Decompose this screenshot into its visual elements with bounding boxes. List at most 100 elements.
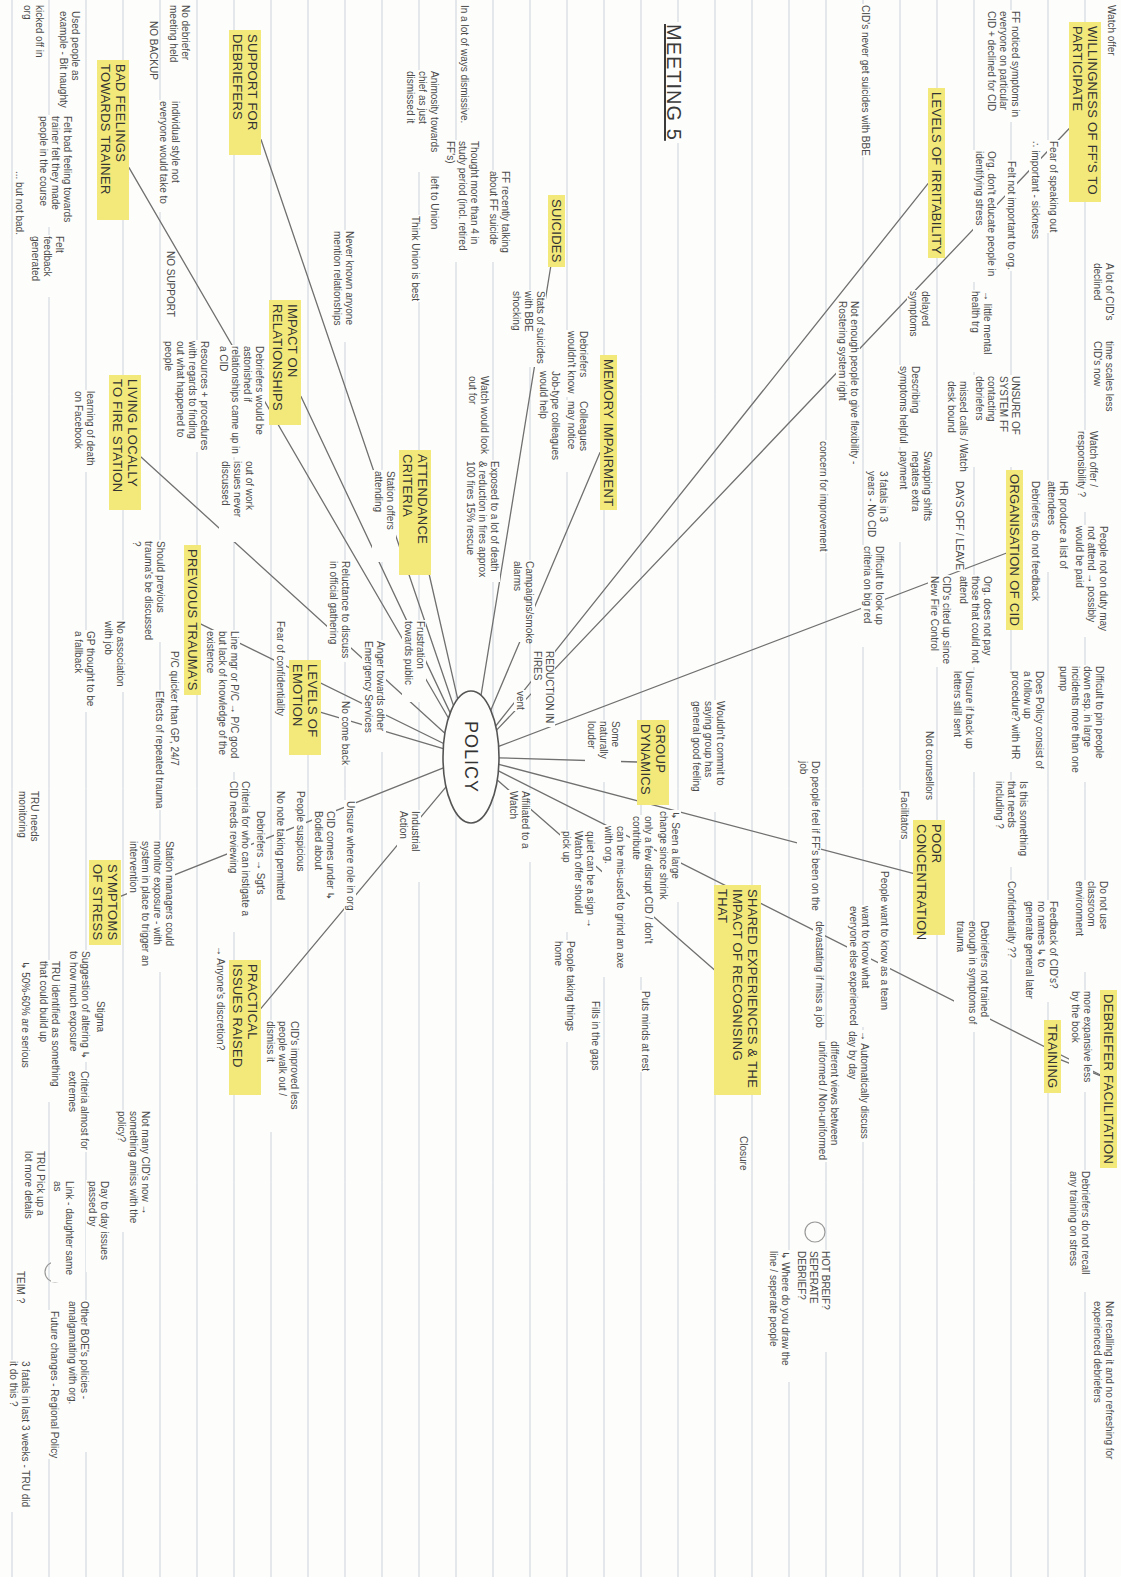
note-text: No note taking permitted (274, 790, 286, 901)
note-text: more expansive less by the book (1069, 990, 1093, 1092)
note-text: Reluctance to discuss in official gather… (327, 560, 351, 662)
note-text: Not recalling it and no refreshing for e… (1091, 1300, 1115, 1472)
note-text: devastating if miss a job (813, 920, 825, 1029)
note-text: Industrial Action (397, 810, 421, 882)
note-text: Org. don't educate people in identifying… (973, 150, 997, 282)
topic-heading: LEVELS OF EMOTION (290, 664, 320, 751)
note-text: Fear of speaking out (1047, 140, 1059, 233)
note-text: Does Policy consist of a follow up proce… (1009, 670, 1045, 772)
note-text: ... but not bad. (13, 170, 25, 236)
note-text: Some naturally louder (585, 720, 621, 782)
topic-highlight: SUPPORT FOR DEBRIEFERS (229, 30, 261, 155)
note-text: Felt bad feeling towards trainer felt th… (37, 115, 73, 227)
note-text: CID's never get suicides with BBE (859, 4, 871, 157)
topic-highlight: PRACTICAL ISSUES RAISED (229, 960, 261, 1095)
topic-highlight: BAD FEELINGS TOWARDS TRAINER (97, 60, 129, 220)
note-text: want to know what everyone else experien… (847, 905, 871, 1027)
note-text: Other BOE's policies - amalgamating with… (66, 1300, 90, 1452)
note-text: Describing symptoms helpful (897, 365, 921, 447)
note-text: Debriefers would be astonished if relati… (217, 345, 265, 457)
note-text: Frustration towards public (402, 620, 426, 702)
note-text: Unsure where role in org (344, 800, 356, 912)
note-text: Debriefers not trained enough in symptom… (954, 920, 990, 1032)
page-title: MEETING 5 (662, 22, 686, 143)
note-text: Do people feel if FF's been on the job (797, 760, 821, 912)
note-text: Stats of suicides with BBE shocking (510, 290, 546, 367)
note-text: Feedback of CID's? no names ↳ to generat… (1023, 900, 1059, 1002)
topic-highlight: LIVING LOCALLY TO FIRE STATION (109, 375, 141, 510)
topic-heading: ATTENDANCE CRITERIA (400, 454, 430, 571)
topic-highlight: GROUP DYNAMICS (637, 720, 669, 805)
note-text: Line mgr or P/C → P/C good but lack of k… (204, 630, 240, 772)
topic-heading: DEBRIEFER FACILITATION (1101, 994, 1116, 1164)
note-text: Criteria almost for extremes (66, 1070, 90, 1152)
note-text: missed calls / Watch desk bound (945, 380, 969, 477)
note-text: left to Union (428, 175, 440, 230)
note-text: Watch offer / responsibility ? (1075, 430, 1099, 512)
note-text: Watch offer (1105, 4, 1117, 57)
note-text: FF noticed symptoms in everyone on parti… (985, 10, 1021, 122)
central-oval: POLICY (441, 689, 501, 825)
note-text: No come back (339, 700, 351, 766)
note-text: Fills in the gaps (589, 1000, 601, 1071)
note-text: Used people as example - Bit naughty (57, 10, 81, 112)
note-text: ↳ Where do you draw the line / seperate … (767, 1250, 791, 1382)
note-text: → Automatically discuss day by day (846, 1030, 870, 1142)
note-text: ↳ Seen a large change since shrink (657, 810, 681, 902)
topic-highlight: PREVIOUS TRAUMA'S (184, 545, 201, 695)
topic-heading: TRAINING (1045, 1024, 1060, 1089)
topic-heading: GROUP DYNAMICS (638, 724, 668, 801)
note-text: Thought more than 4 in study period (inc… (444, 140, 480, 262)
note-text: TRU needs monitoring (16, 790, 40, 862)
note-text: out of work issues never discussed (219, 460, 255, 542)
note-text: individual style not everyone would take… (157, 100, 181, 212)
topic-heading: POOR CONCENTRATION (914, 824, 944, 931)
branch-line (496, 184, 928, 726)
note-text: Anger towards other Emergency Services (362, 640, 386, 752)
note-text: CID's improved less people walk out / di… (264, 1020, 300, 1132)
branch-line (261, 140, 453, 706)
note-text: HR produce a list of attendees (1045, 480, 1069, 572)
topic-highlight: DEBRIEFER FACILITATION (1100, 990, 1117, 1168)
note-text: Resources + procedures with regards to f… (162, 340, 210, 452)
branch-line (497, 129, 1069, 730)
note-text: Not many CID's now → something amiss wit… (115, 1110, 151, 1232)
note-text: learning of death on Facebook (72, 390, 96, 472)
note-text: Difficult to look up criteria on big red (861, 545, 885, 647)
note-text: No association with job (102, 620, 126, 692)
note-text: FF recently talking about FF suicide (487, 170, 511, 262)
note-text: Swapping shifts negates extra payment (897, 450, 933, 542)
note-text: People not on duty may not attend → poss… (1073, 525, 1109, 637)
note-text: Puts minds at rest (639, 990, 651, 1072)
note-text: Suggestion of altering ↳ to how much exp… (67, 950, 91, 1062)
topic-heading: LEVELS OF IRRITABILITY (929, 92, 944, 254)
note-text: Stigma (94, 1000, 106, 1033)
central-topic: POLICY (461, 721, 481, 793)
note-text: Day to day issues passed by (86, 1180, 110, 1272)
note-text: Debriefers do not recall any training on… (1067, 1170, 1091, 1292)
note-text: different views between uniformed / Non-… (816, 1040, 840, 1162)
note-text: TEIM ? (14, 1270, 26, 1304)
branch-line (499, 553, 1006, 746)
note-text: kicked off in org (21, 4, 45, 66)
note-text: Should previous trauma's be discussed ? (130, 540, 166, 642)
note-text: Wouldn't commit to saying group has gene… (690, 700, 726, 812)
note-text: TRU identified as something that could b… (37, 960, 61, 1102)
note-text: Debriefers → Sgt's (254, 810, 266, 896)
note-text: time scales less CID's now (1091, 340, 1115, 417)
note-text: People suspicious (294, 790, 306, 873)
note-text: Watch would look out for (466, 375, 490, 457)
note-text: ↳ 50%-60% are serious (19, 960, 31, 1069)
note-text: Not counsellors (923, 730, 935, 801)
branch-line (261, 787, 446, 1008)
oval-shape (443, 691, 499, 823)
note-text: vent (514, 690, 526, 711)
note-text: Confidentiality ?? (1005, 880, 1017, 959)
note-text: Do not use classroom environment (1073, 880, 1109, 972)
topic-heading: WILLINGNESS OF FF'S TO PARTICIPATE (1070, 26, 1100, 198)
note-text: Campaigns/smoke alarms (511, 560, 535, 642)
note-text: Unsure if back up letters still sent (951, 670, 975, 772)
note-text: 3 fatals in 3 years - No CID (865, 470, 889, 542)
note-text: GP thought to be a fallback (72, 630, 96, 712)
